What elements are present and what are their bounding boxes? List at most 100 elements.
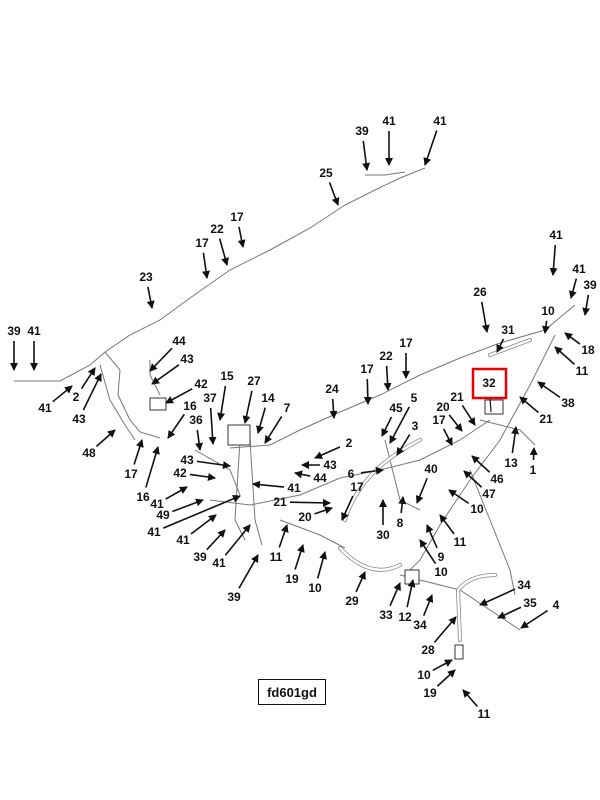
callout-label[interactable]: 17 [399,336,413,350]
callout-label[interactable]: 27 [247,374,261,388]
callout-label[interactable]: 44 [172,334,186,348]
callout-label[interactable]: 38 [561,396,575,410]
callout-label[interactable]: 10 [541,304,555,318]
callout-label[interactable]: 41 [38,401,52,415]
callout-label[interactable]: 4 [553,598,560,612]
callout-label[interactable]: 10 [470,502,484,516]
callout-arrow [442,428,453,446]
callout-label[interactable]: 41 [382,114,396,128]
callout-label[interactable]: 41 [176,533,190,547]
callout-label[interactable]: 19 [285,572,299,586]
callout-label[interactable]: 29 [345,594,359,608]
callout-label[interactable]: 41 [549,228,563,242]
callout-label[interactable]: 11 [576,364,589,378]
callout-label[interactable]: 45 [389,401,403,415]
callout-label[interactable]: 21 [539,412,553,426]
callout-label[interactable]: 35 [523,596,537,610]
callout-label[interactable]: 37 [203,391,217,405]
callout-label[interactable]: 23 [139,270,153,284]
callout-label[interactable]: 34 [517,578,531,592]
callout-label[interactable]: 7 [284,401,291,415]
callout-label[interactable]: 41 [150,497,164,511]
callout-label[interactable]: 41 [572,262,586,276]
callout-label[interactable]: 31 [501,323,515,337]
callout-label[interactable]: 24 [325,382,339,396]
highlight-box-32 [471,367,508,400]
callout-label[interactable]: 17 [124,467,138,481]
callout-label[interactable]: 17 [432,413,446,427]
callout-label[interactable]: 43 [180,352,194,366]
callout-arrow [396,434,411,456]
callout-label[interactable]: 42 [194,377,208,391]
callout-arrow [294,470,311,479]
callout-label[interactable]: 10 [417,668,431,682]
callout-label[interactable]: 39 [193,550,207,564]
callout-label[interactable]: 12 [398,610,412,624]
callout-label[interactable]: 21 [273,495,287,509]
callout-label[interactable]: 42 [173,466,187,480]
callout-label[interactable]: 2 [346,436,353,450]
callout-label[interactable]: 34 [413,618,427,632]
callout-label[interactable]: 39 [7,324,21,338]
callout-label[interactable]: 8 [397,516,404,530]
callout-arrow [497,606,522,619]
callout-label[interactable]: 22 [210,222,224,236]
callout-label[interactable]: 49 [156,508,170,522]
callout-label[interactable]: 43 [180,453,194,467]
callout-label-highlighted[interactable]: 32 [482,376,496,390]
callout-label[interactable]: 22 [379,349,393,363]
callout-label[interactable]: 18 [581,343,595,357]
callout-label[interactable]: 20 [298,510,312,524]
callout-label[interactable]: 28 [421,643,435,657]
callout-label[interactable]: 3 [412,419,419,433]
callout-label[interactable]: 36 [189,413,203,427]
callout-label[interactable]: 17 [230,210,244,224]
callout-label[interactable]: 5 [411,391,418,405]
callout-label[interactable]: 6 [348,467,355,481]
callout-label[interactable]: 25 [319,166,333,180]
callout-label[interactable]: 17 [350,480,364,494]
tube-lines [14,167,576,660]
callout-label[interactable]: 30 [376,528,390,542]
callout-label[interactable]: 41 [27,324,41,338]
callout-label[interactable]: 1 [530,463,537,477]
callout-label[interactable]: 48 [82,446,96,460]
callout-label[interactable]: 41 [433,114,447,128]
callout-label[interactable]: 19 [423,686,437,700]
callout-label[interactable]: 39 [227,590,241,604]
callout-label[interactable]: 9 [438,550,445,564]
callout-label[interactable]: 40 [424,462,438,476]
callout-label[interactable]: 17 [195,236,209,250]
callout-arrow [461,404,476,426]
callout-arrow [389,406,411,444]
callout-label[interactable]: 41 [147,525,161,539]
callout-label[interactable]: 33 [379,608,393,622]
callout-label[interactable]: 15 [220,369,234,383]
callout-label[interactable]: 43 [72,412,86,426]
callout-label[interactable]: 47 [482,487,496,501]
callout-label[interactable]: 11 [270,550,283,564]
callout-label[interactable]: 41 [287,481,301,495]
callout-label[interactable]: 20 [436,400,450,414]
callout-label[interactable]: 13 [504,456,518,470]
callout-label[interactable]: 44 [313,471,327,485]
callout-label[interactable]: 16 [136,490,150,504]
callout-label[interactable]: 11 [478,707,491,721]
callout-arrow [448,489,470,505]
callout-label[interactable]: 39 [583,278,597,292]
callout-label[interactable]: 17 [360,362,374,376]
callout-label[interactable]: 2 [73,390,80,404]
callout-label[interactable]: 43 [323,458,337,472]
callout-label[interactable]: 39 [355,124,369,138]
callout-label[interactable]: 11 [454,535,467,549]
callout-label[interactable]: 14 [261,391,275,405]
callout-label[interactable]: 41 [212,556,226,570]
callout-label[interactable]: 26 [473,285,487,299]
callout-label[interactable]: 21 [450,390,464,404]
callout-label[interactable]: 16 [183,399,197,413]
callout-arrow [289,498,331,507]
callout-label[interactable]: 46 [490,472,504,486]
callout-label[interactable]: 10 [308,581,322,595]
callout-label[interactable]: 10 [434,565,448,579]
callout-arrow [355,571,366,593]
